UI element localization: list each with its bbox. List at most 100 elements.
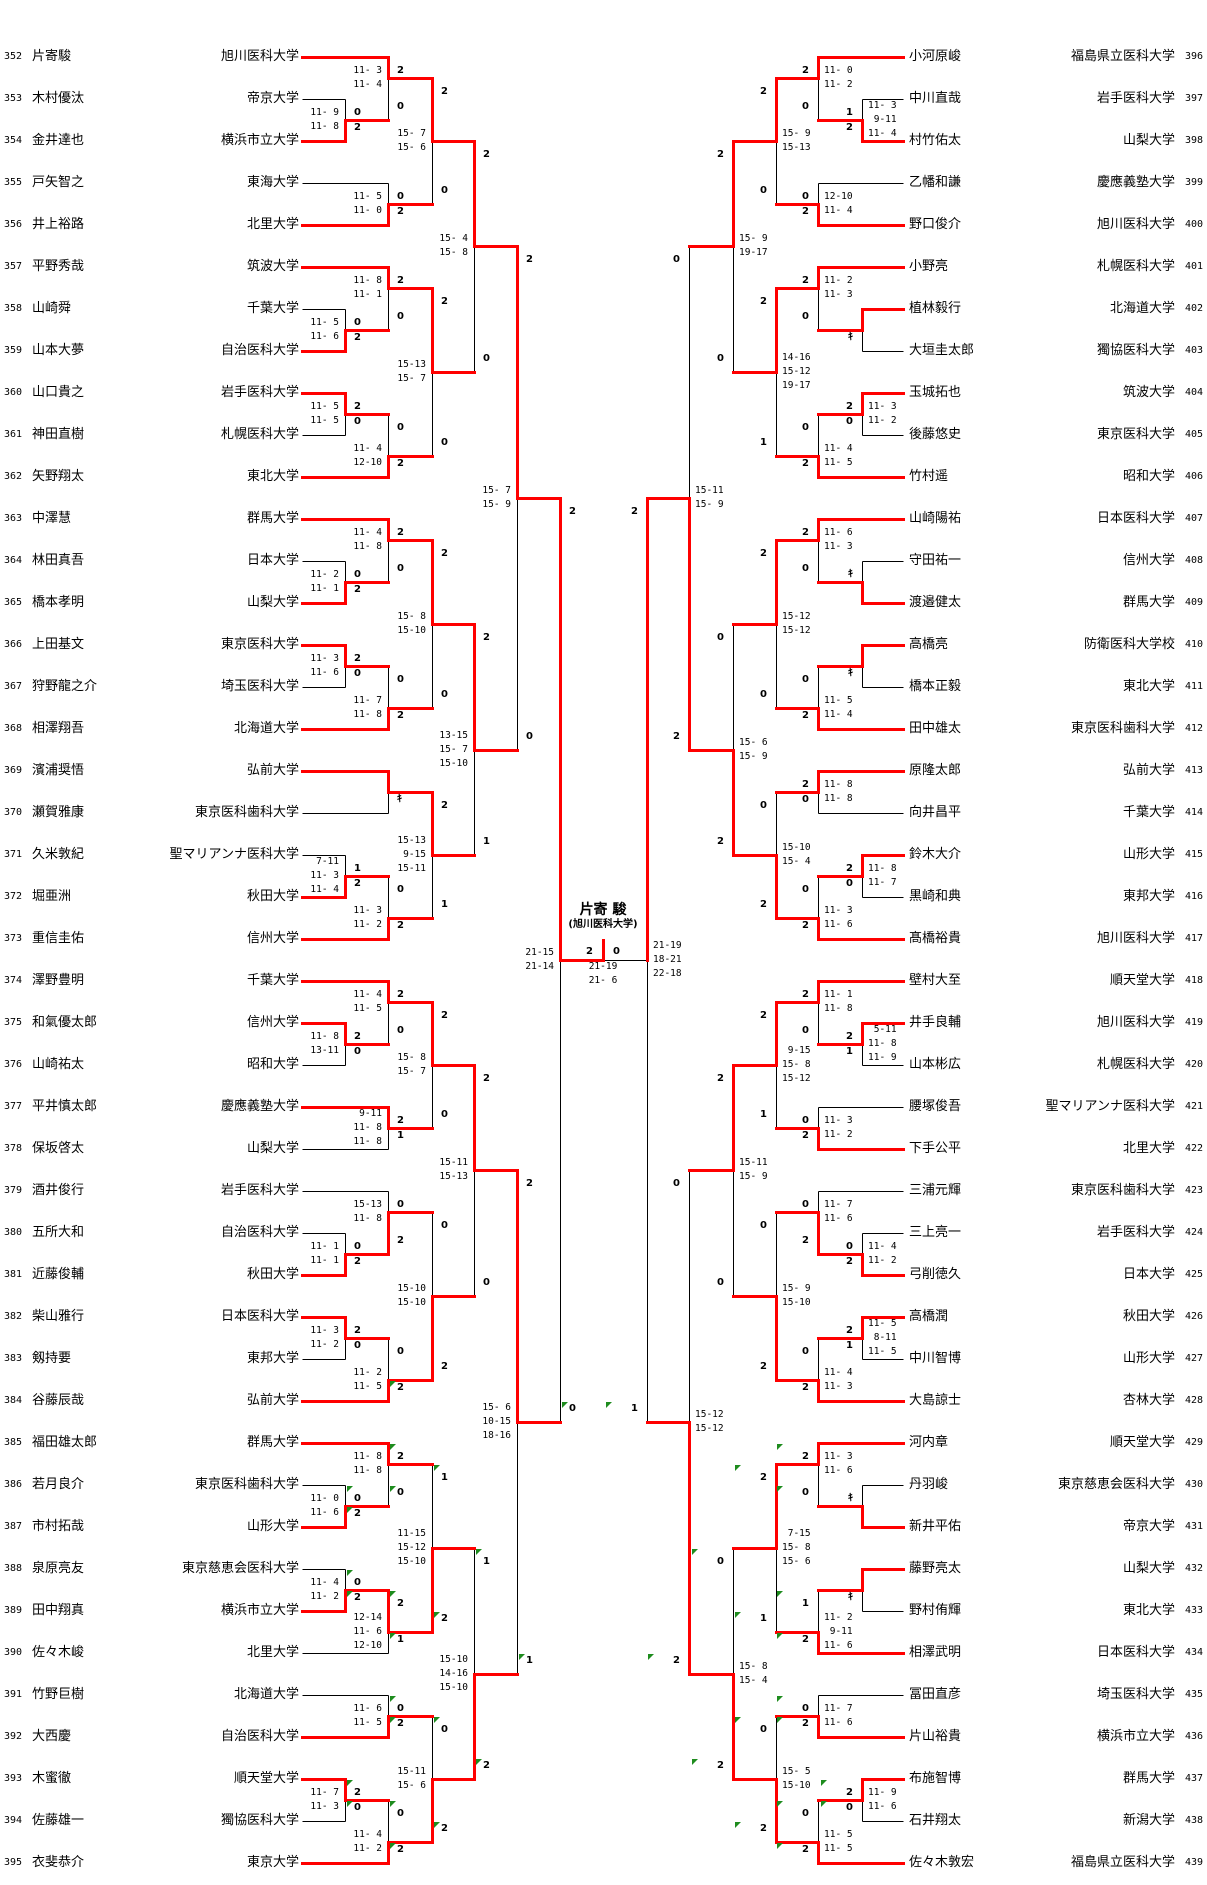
player-number: 366 xyxy=(4,639,23,650)
game-score: 15-12 xyxy=(397,1542,426,1553)
player-name: 中澤慧 xyxy=(32,511,72,526)
match-score: 2 xyxy=(802,1718,809,1729)
player-number: 371 xyxy=(4,849,23,860)
match-score: 2 xyxy=(846,1787,853,1798)
match-score: 2 xyxy=(760,548,767,559)
match-score: 2 xyxy=(802,458,809,469)
match-score: 2 xyxy=(397,275,404,286)
player-university: 旭川医科大学 xyxy=(1096,931,1175,946)
final-score-right: 0 xyxy=(613,946,620,957)
player-number: 381 xyxy=(4,1269,23,1280)
player-university: 山梨大学 xyxy=(246,595,299,610)
comment-marker-icon xyxy=(347,1507,353,1513)
player-university: 東北大学 xyxy=(246,469,299,484)
player-university: 山形大学 xyxy=(1122,847,1175,862)
game-score: 11- 7 xyxy=(868,877,897,888)
game-score: 19-17 xyxy=(739,247,768,258)
player-university: 自治医科大学 xyxy=(220,1225,299,1240)
game-score: 11- 3 xyxy=(824,1451,853,1462)
player-name: 村竹佑太 xyxy=(909,133,962,148)
player-number: 413 xyxy=(1185,765,1204,776)
game-score: 15- 8 xyxy=(397,611,426,622)
player-number: 419 xyxy=(1185,1017,1204,1028)
comment-marker-icon xyxy=(777,1696,783,1702)
player-number: 433 xyxy=(1185,1605,1204,1616)
match-score: ｷ xyxy=(848,1493,853,1504)
comment-marker-icon xyxy=(390,1444,396,1450)
player-number: 378 xyxy=(4,1143,23,1154)
game-score: 9-11 xyxy=(353,1108,382,1119)
player-number: 412 xyxy=(1185,723,1204,734)
match-score: 0 xyxy=(397,311,404,322)
player-name: 田中雄太 xyxy=(909,721,962,736)
game-score: 10-15 xyxy=(482,1416,511,1427)
comment-marker-icon xyxy=(562,1402,568,1408)
game-score: 11- 5 xyxy=(310,401,339,412)
comment-marker-icon xyxy=(777,1444,783,1450)
game-score: 11- 5 xyxy=(868,1346,897,1357)
comment-marker-icon xyxy=(347,1570,353,1576)
match-score: 2 xyxy=(354,878,361,889)
game-score: 11- 2 xyxy=(310,569,339,580)
game-score: 11- 8 xyxy=(353,1213,382,1224)
game-score: 15- 6 xyxy=(397,142,426,153)
game-score: 11- 5 xyxy=(824,457,853,468)
player-number: 426 xyxy=(1185,1311,1204,1322)
game-score: 11- 1 xyxy=(353,289,382,300)
game-score: 11- 2 xyxy=(868,1255,897,1266)
game-score: 15-11 xyxy=(439,1157,468,1168)
player-university: 群馬大学 xyxy=(246,511,299,526)
game-score: 15- 4 xyxy=(782,856,811,867)
match-score: 2 xyxy=(802,1130,809,1141)
player-number: 392 xyxy=(4,1731,23,1742)
game-score: 11- 2 xyxy=(824,1612,853,1623)
match-score: 0 xyxy=(802,674,809,685)
comment-marker-icon xyxy=(777,1801,783,1807)
match-score: 2 xyxy=(397,1718,404,1729)
player-university: 弘前大学 xyxy=(246,763,299,778)
comment-marker-icon xyxy=(390,1843,396,1849)
player-university: 防衛医科大学校 xyxy=(1083,637,1175,652)
game-score: 15-11 xyxy=(397,1766,426,1777)
player-name: 片山裕貴 xyxy=(909,1729,962,1744)
match-score: 0 xyxy=(397,563,404,574)
match-score: 2 xyxy=(354,332,361,343)
match-score: 0 xyxy=(717,1556,724,1567)
player-number: 393 xyxy=(4,1773,23,1784)
player-number: 411 xyxy=(1185,681,1204,692)
player-number: 390 xyxy=(4,1647,23,1658)
player-name: 神田直樹 xyxy=(32,427,85,442)
match-score: 0 xyxy=(397,1025,404,1036)
match-score: 0 xyxy=(673,254,680,265)
player-name: 大島諒士 xyxy=(909,1393,962,1408)
player-number: 401 xyxy=(1185,261,1204,272)
match-score: 0 xyxy=(846,878,853,889)
game-score: 15-12 xyxy=(782,611,811,622)
game-score: 11- 9 xyxy=(868,1052,897,1063)
player-university: 札幌医科大学 xyxy=(220,427,299,442)
player-name: 瀬賀雅康 xyxy=(32,805,85,820)
game-score: 11- 3 xyxy=(310,870,339,881)
match-score: 2 xyxy=(441,548,448,559)
match-score: 2 xyxy=(802,989,809,1000)
player-university: 東邦大学 xyxy=(1122,889,1175,904)
match-score: 2 xyxy=(631,506,638,517)
match-score: 2 xyxy=(846,401,853,412)
player-university: 帝京大学 xyxy=(1122,1519,1175,1534)
player-university: 岩手医科大学 xyxy=(220,1183,299,1198)
player-name: 相澤武明 xyxy=(909,1645,962,1660)
match-score: 2 xyxy=(397,1451,404,1462)
game-score: 11- 5 xyxy=(310,415,339,426)
player-name: 佐々木敦宏 xyxy=(909,1855,975,1870)
player-university: 昭和大学 xyxy=(246,1057,299,1072)
game-score: 11- 6 xyxy=(353,1703,382,1714)
player-university: 横浜市立大学 xyxy=(220,133,299,148)
